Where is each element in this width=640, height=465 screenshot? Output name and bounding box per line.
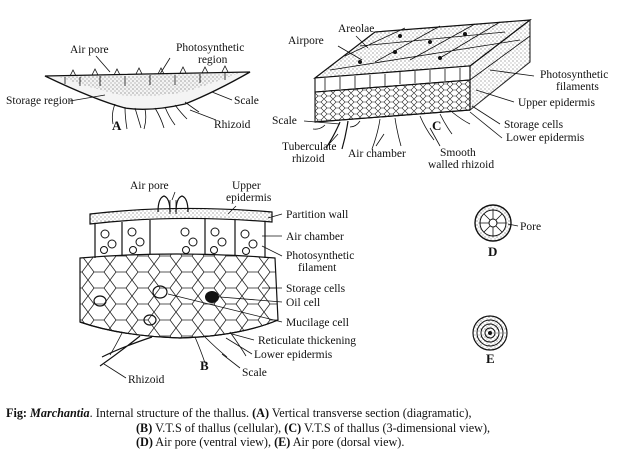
panel-b-storage-cells-label: Storage cells [286,283,346,295]
panel-c-upper-epidermis-label: Upper epidermis [518,97,595,109]
panel-c-storage-cells-label: Storage cells [504,119,564,131]
panel-a-rhizoid-label: Rhizoid [214,119,251,131]
panel-b-lower-epidermis-label: Lower epidermis [254,349,333,361]
panel-d-pore-label: Pore [520,221,541,233]
panel-b-upper-epidermis-label-2: epidermis [226,192,272,204]
caption-c-tag: (C) [284,420,302,435]
caption-a-tag: (A) [252,406,270,420]
caption-prefix: Fig: [6,406,31,420]
panel-a-photosynthetic-region-label-2: region [198,54,228,66]
caption-e-text: Air pore (dorsal view). [290,435,405,449]
panel-c-smooth-walled-rhizoid-label-2: walled rhizoid [428,159,494,171]
panel-b-mucilage-cell-label: Mucilage cell [286,317,349,329]
panel-d-air-pore-ventral [474,204,519,242]
panel-c-tuberculate-rhizoid-label-2: rhizoid [292,153,325,165]
panel-e-tag: E [486,351,495,366]
panel-c-photosynthetic-filaments-label-2: filaments [556,81,599,93]
panel-b-upper-epidermis-label-1: Upper [232,180,261,192]
caption-a-text: Vertical transverse section (diagramatic… [269,406,472,420]
panel-c-tag: C [432,118,441,133]
panel-a-photosynthetic-region-label-1: Photosynthetic [176,42,244,54]
panel-c-airpore-label: Airpore [288,35,324,47]
panel-b-diagram [79,191,283,379]
panel-a-diagram [44,55,251,130]
panel-c-lower-epidermis-label: Lower epidermis [506,132,585,144]
caption-d-tag: (D) [136,435,153,449]
caption-line1-rest: . Internal structure of the thallus. [89,406,253,420]
figure-caption: Fig: Marchantia. Internal structure of t… [6,406,636,450]
caption-b-tag: (B) [136,420,153,435]
panel-c-air-chamber-label: Air chamber [348,148,406,160]
caption-genus: Marchantia [30,406,90,420]
caption-c-text: V.T.S of thallus (3-dimensional view), [301,420,491,435]
panel-b-oil-cell-label: Oil cell [286,297,320,309]
panel-a-storage-region-label: Storage region [6,95,74,107]
panel-b-rhizoid-label: Rhizoid [128,374,165,386]
panel-b-photosynthetic-filament-label-1: Photosynthetic [286,250,354,262]
panel-b-tag: B [200,358,209,373]
panel-c-photosynthetic-filaments-label-1: Photosynthetic [540,69,608,81]
caption-e-tag: (E) [274,435,291,449]
panel-b-air-chamber-label: Air chamber [286,231,344,243]
panel-b-air-pore-label: Air pore [130,180,169,192]
panel-e-air-pore-dorsal [472,315,508,351]
caption-b-text: V.T.S of thallus (cellular), [152,420,285,435]
panel-a-scale-label: Scale [234,95,259,107]
panel-b-photosynthetic-filament-label-2: filament [298,262,337,274]
panel-c-diagram [303,18,535,150]
panel-a-tag: A [112,118,122,133]
panel-b-scale-label: Scale [242,367,267,379]
caption-d-text: Air pore (ventral view), [152,435,275,449]
panel-c-scale-label: Scale [272,115,297,127]
panel-c-smooth-walled-rhizoid-label-1: Smooth [440,147,476,159]
panel-a-air-pore-label: Air pore [70,44,109,56]
panel-d-tag: D [488,244,497,259]
panel-c-areolae-label: Areolae [338,23,374,35]
panel-b-reticulate-thickening-label: Reticulate thickening [258,335,356,347]
panel-c-tuberculate-rhizoid-label-1: Tuberculate [282,141,337,153]
panel-b-partition-wall-label: Partition wall [286,209,348,221]
